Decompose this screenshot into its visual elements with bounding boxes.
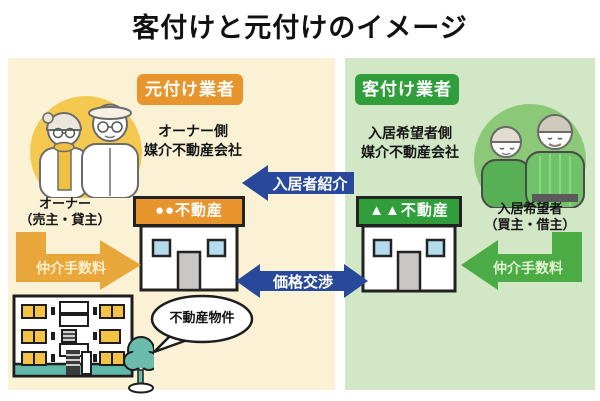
apartment-building-illustration	[12, 294, 154, 394]
negotiation-arrow	[236, 264, 368, 298]
owner-fee-arrow	[16, 232, 141, 290]
owner-label: オーナー （売主・貸主）	[6, 196, 124, 229]
tenant-agency-building	[356, 196, 462, 293]
owner-couple-illustration	[30, 96, 142, 198]
tenant-agency-subtitle-line1: 入居希望者側	[368, 125, 452, 141]
owner-agency-building	[133, 196, 245, 292]
negotiation-arrow-label: 価格交渉	[272, 274, 333, 291]
owner-label-line2: （売主・貸主）	[19, 212, 111, 228]
property-speech-bubble	[150, 294, 254, 354]
page-title: 客付けと元付けのイメージ	[132, 13, 468, 43]
tenant-agency-subtitle-line2: 媒介不動産会社	[361, 143, 459, 160]
property-bubble-label: 不動産物件	[169, 310, 235, 325]
tenant-label-line1: 入居希望者	[497, 201, 563, 216]
tenant-agency-sign: ▲▲不動産	[369, 202, 449, 219]
owner-fee-arrow-label: 仲介手数料	[36, 260, 106, 276]
owner-agency-subtitle-line1: オーナー側	[158, 123, 228, 139]
owner-agency-subtitle-line2: 媒介不動産会社	[144, 141, 242, 158]
owner-agency-subtitle: オーナー側 媒介不動産会社	[106, 122, 280, 160]
tenant-couple-illustration	[474, 104, 586, 208]
tenant-agent-badge: 客付け業者	[355, 74, 459, 105]
owner-label-line1: オーナー	[38, 196, 91, 211]
tenant-fee-arrow	[461, 232, 582, 290]
owner-agent-badge: 元付け業者	[137, 74, 243, 105]
tenant-label: 入居希望者 （買主・借主）	[468, 201, 592, 234]
tenant-agency-subtitle: 入居希望者側 媒介不動産会社	[348, 124, 472, 162]
owner-agency-sign: ●●不動産	[154, 202, 224, 219]
tenant-label-line2: （買主・借主）	[484, 217, 576, 233]
referral-arrow	[242, 165, 354, 201]
referral-arrow-label: 入居者紹介	[272, 176, 348, 193]
tenant-fee-arrow-label: 仲介手数料	[493, 260, 563, 276]
